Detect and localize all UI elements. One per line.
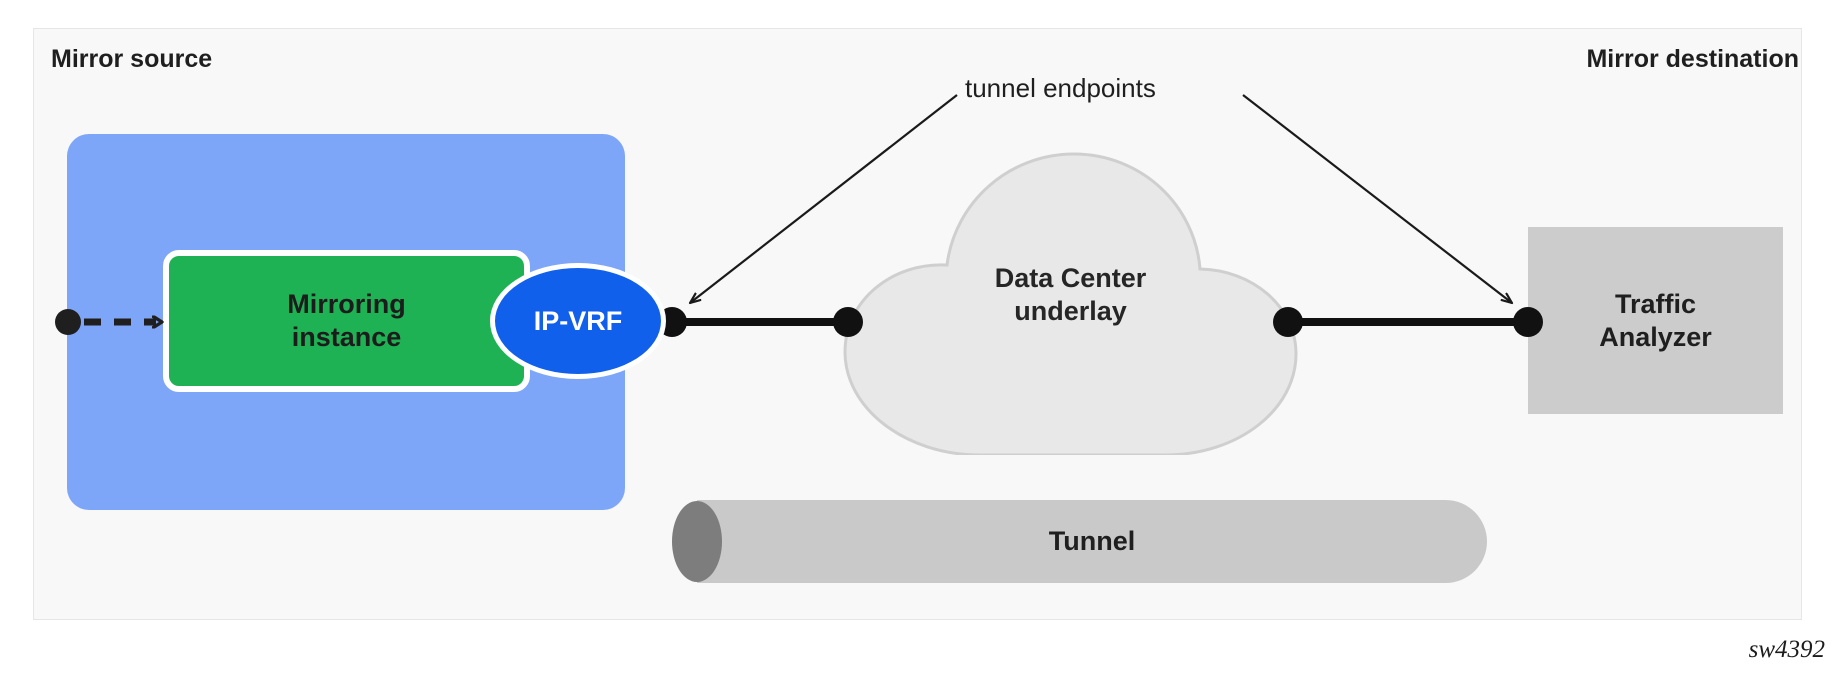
tunnel-cylinder-node[interactable]: Tunnel <box>672 500 1512 583</box>
data-center-cloud-node[interactable]: Data Center underlay <box>843 140 1298 455</box>
tunnel-cap-ellipse-icon <box>672 501 722 582</box>
mirror-destination-label: Mirror destination <box>1586 45 1799 73</box>
ip-vrf-label: IP-VRF <box>533 305 623 336</box>
ip-vrf-node[interactable]: IP-VRF <box>490 263 666 379</box>
mirroring-instance-label: Mirroring instance <box>287 289 406 352</box>
cloud-shape-icon <box>843 152 1298 455</box>
mirroring-instance-node[interactable]: Mirroring instance <box>163 250 530 392</box>
data-center-cloud-label: Data Center underlay <box>994 263 1147 326</box>
tunnel-label: Tunnel <box>1048 526 1136 556</box>
traffic-analyzer-node[interactable]: Traffic Analyzer <box>1528 227 1783 414</box>
mirror-source-label: Mirror source <box>51 45 213 73</box>
traffic-analyzer-label: Traffic Analyzer <box>1599 288 1712 352</box>
tunnel-endpoints-annotation: tunnel endpoints <box>965 73 1156 103</box>
tunnel-body-shape <box>697 500 1487 583</box>
figure-watermark: sw4392 <box>1748 636 1825 663</box>
